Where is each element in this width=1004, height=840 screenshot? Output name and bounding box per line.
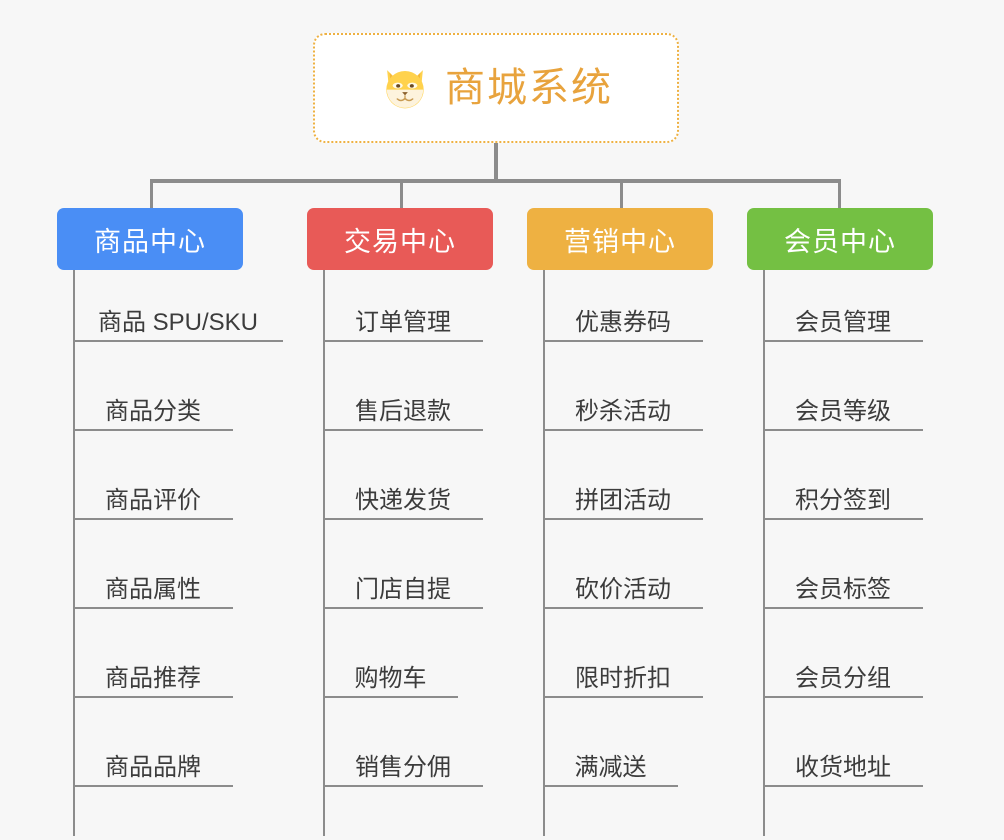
- category-label: 商品中心: [94, 226, 206, 257]
- leaf-label: 会员等级: [795, 397, 891, 425]
- leaf-label: 售后退款: [355, 397, 451, 425]
- connector-drop-2: [400, 179, 403, 210]
- leaf-label: 商品评价: [105, 486, 201, 514]
- leaf-item[interactable]: 会员分组: [763, 648, 923, 698]
- category-header-3[interactable]: 营销中心: [527, 208, 713, 270]
- leaf-item[interactable]: 会员管理: [763, 292, 923, 342]
- leaf-label: 商品推荐: [105, 664, 201, 692]
- connector-drop-1: [150, 179, 153, 210]
- leaf-item[interactable]: 会员标签: [763, 559, 923, 609]
- category-spine-3: [543, 270, 545, 836]
- leaf-item[interactable]: 砍价活动: [543, 559, 703, 609]
- category-spine-4: [763, 270, 765, 836]
- leaf-label: 拼团活动: [575, 486, 671, 514]
- leaf-label: 秒杀活动: [575, 397, 671, 425]
- leaf-item[interactable]: 优惠券码: [543, 292, 703, 342]
- leaf-label: 限时折扣: [575, 664, 671, 692]
- leaf-item[interactable]: 销售分佣: [323, 737, 483, 787]
- leaf-item[interactable]: 商品评价: [73, 470, 233, 520]
- leaf-item[interactable]: 商品 SPU/SKU: [73, 292, 283, 342]
- leaf-item[interactable]: 限时折扣: [543, 648, 703, 698]
- leaf-label: 积分签到: [795, 486, 891, 514]
- leaf-item[interactable]: 商品品牌: [73, 737, 233, 787]
- leaf-item[interactable]: 商品属性: [73, 559, 233, 609]
- leaf-label: 商品分类: [105, 397, 201, 425]
- category-header-1[interactable]: 商品中心: [57, 208, 243, 270]
- leaf-item[interactable]: 售后退款: [323, 381, 483, 431]
- leaf-item[interactable]: 商品推荐: [73, 648, 233, 698]
- root-title: 商城系统: [445, 66, 613, 110]
- leaf-label: 收货地址: [795, 753, 891, 781]
- leaf-label: 会员分组: [795, 664, 891, 692]
- category-spine-1: [73, 270, 75, 836]
- leaf-item[interactable]: 商品分类: [73, 381, 233, 431]
- leaf-item[interactable]: 拼团活动: [543, 470, 703, 520]
- connector-horizontal-bus: [150, 179, 840, 183]
- category-label: 交易中心: [344, 226, 456, 257]
- category-header-2[interactable]: 交易中心: [307, 208, 493, 270]
- category-header-4[interactable]: 会员中心: [747, 208, 933, 270]
- leaf-label: 满减送: [574, 753, 647, 781]
- leaf-label: 商品品牌: [105, 753, 201, 781]
- leaf-item[interactable]: 订单管理: [323, 292, 483, 342]
- root-node[interactable]: 商城系统: [313, 33, 679, 143]
- leaf-label: 优惠券码: [575, 308, 671, 336]
- leaf-item[interactable]: 快递发货: [323, 470, 483, 520]
- connector-root-stem: [494, 143, 498, 182]
- leaf-label: 会员标签: [795, 575, 891, 603]
- leaf-label: 会员管理: [795, 308, 891, 336]
- leaf-item[interactable]: 积分签到: [763, 470, 923, 520]
- shiba-dog-face-icon: [379, 62, 431, 114]
- leaf-label: 门店自提: [355, 575, 451, 603]
- category-label: 营销中心: [564, 226, 676, 257]
- leaf-label: 商品属性: [105, 575, 201, 603]
- leaf-label: 砍价活动: [575, 575, 671, 603]
- leaf-label: 购物车: [354, 664, 427, 692]
- leaf-item[interactable]: 门店自提: [323, 559, 483, 609]
- leaf-label: 商品 SPU/SKU: [97, 308, 259, 336]
- connector-drop-3: [620, 179, 623, 210]
- leaf-item[interactable]: 满减送: [543, 737, 678, 787]
- category-spine-2: [323, 270, 325, 836]
- leaf-item[interactable]: 购物车: [323, 648, 458, 698]
- leaf-item[interactable]: 收货地址: [763, 737, 923, 787]
- category-label: 会员中心: [784, 226, 896, 257]
- connector-drop-4: [838, 179, 841, 210]
- leaf-item[interactable]: 会员等级: [763, 381, 923, 431]
- leaf-label: 订单管理: [355, 308, 451, 336]
- leaf-label: 销售分佣: [355, 753, 451, 781]
- leaf-label: 快递发货: [355, 486, 451, 514]
- leaf-item[interactable]: 秒杀活动: [543, 381, 703, 431]
